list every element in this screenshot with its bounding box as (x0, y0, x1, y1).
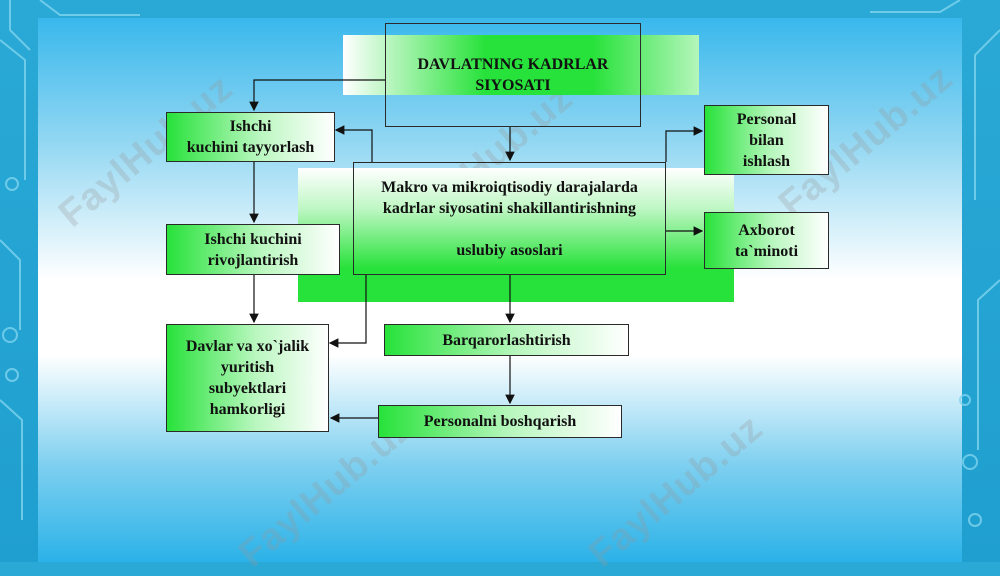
personal-bilan-ishlash-node: Personal bilan ishlash (704, 105, 829, 175)
title-green-band (343, 35, 699, 95)
axborot-taminoti-node: Axborot ta`minoti (704, 212, 829, 269)
arrow-title-to-tayyor (249, 79, 385, 112)
arrow-center-to-personal (665, 126, 704, 162)
davlar-hamkorligi-node: Davlar va xo`jalik yuritish subyektlari … (166, 324, 329, 432)
arrow-center-to-tayyor (334, 125, 373, 162)
center-green-band (298, 168, 734, 302)
personalni-boshqarish-node: Personalni boshqarish (378, 405, 622, 438)
connectors (249, 79, 704, 423)
title-node: DAVLATNING KADRLAR SIYOSATI (385, 23, 641, 127)
ishchi-rivojlantirish-node: Ishchi kuchini rivojlantirish (166, 224, 340, 275)
ishchi-tayyorlash-node: Ishchi kuchini tayyorlash (166, 112, 335, 162)
arrow-center-to-davlar (328, 275, 367, 348)
barqarorlashtirish-node: Barqarorlashtirish (384, 324, 629, 356)
center-node: Makro va mikroiqtisodiy darajalarda kadr… (353, 162, 666, 275)
